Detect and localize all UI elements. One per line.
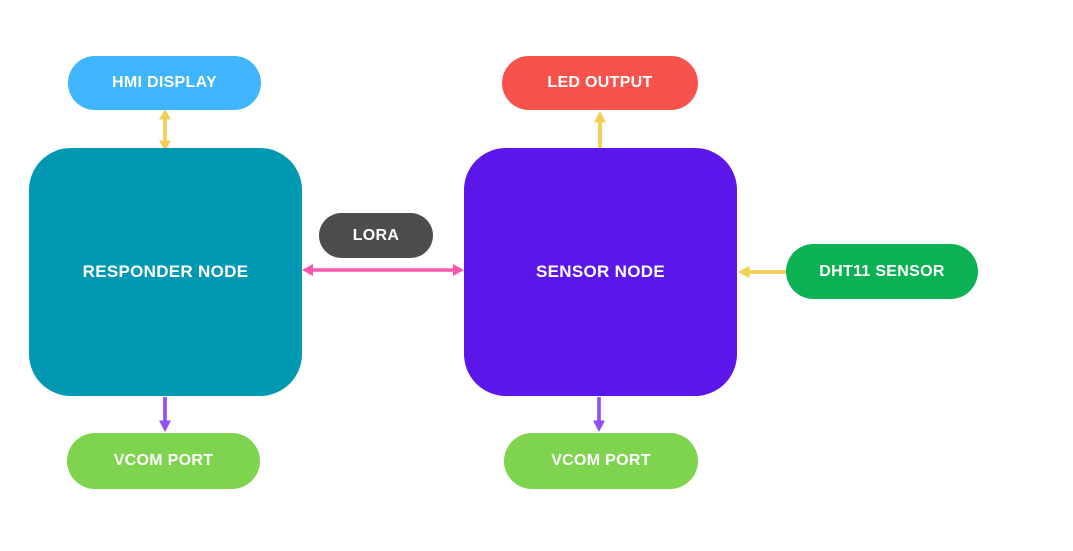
node-led-output: LED OUTPUT xyxy=(502,56,698,110)
node-hmi-display-label: HMI DISPLAY xyxy=(112,74,217,91)
edge-responder-sensor-arrow xyxy=(302,264,464,276)
lora-label-text: LORA xyxy=(352,226,400,244)
node-responder-label: RESPONDER NODE xyxy=(82,262,249,281)
edge-dht11-sensor-arrow xyxy=(738,266,786,278)
node-vcom-port-responder-label: VCOM PORT xyxy=(113,452,214,469)
node-sensor: SENSOR NODE xyxy=(464,148,737,396)
node-lora-label: LORA xyxy=(319,213,433,258)
node-led-output-label: LED OUTPUT xyxy=(547,74,653,91)
node-sensor-label: SENSOR NODE xyxy=(536,262,665,281)
node-vcom-port-sensor: VCOM PORT xyxy=(504,433,698,489)
node-dht11-sensor-label: DHT11 SENSOR xyxy=(819,262,945,280)
edge-sensor-led-arrow xyxy=(594,111,606,148)
edge-hmi-responder-arrow xyxy=(159,109,171,151)
node-vcom-port-responder: VCOM PORT xyxy=(67,433,260,489)
node-responder: RESPONDER NODE xyxy=(29,148,302,396)
node-vcom-port-sensor-label: VCOM PORT xyxy=(551,452,651,469)
node-dht11-sensor: DHT11 SENSOR xyxy=(786,244,978,299)
edge-responder-vcom-arrow xyxy=(159,397,171,432)
node-hmi-display: HMI DISPLAY xyxy=(68,56,261,110)
edge-sensor-vcom-arrow xyxy=(593,397,605,432)
